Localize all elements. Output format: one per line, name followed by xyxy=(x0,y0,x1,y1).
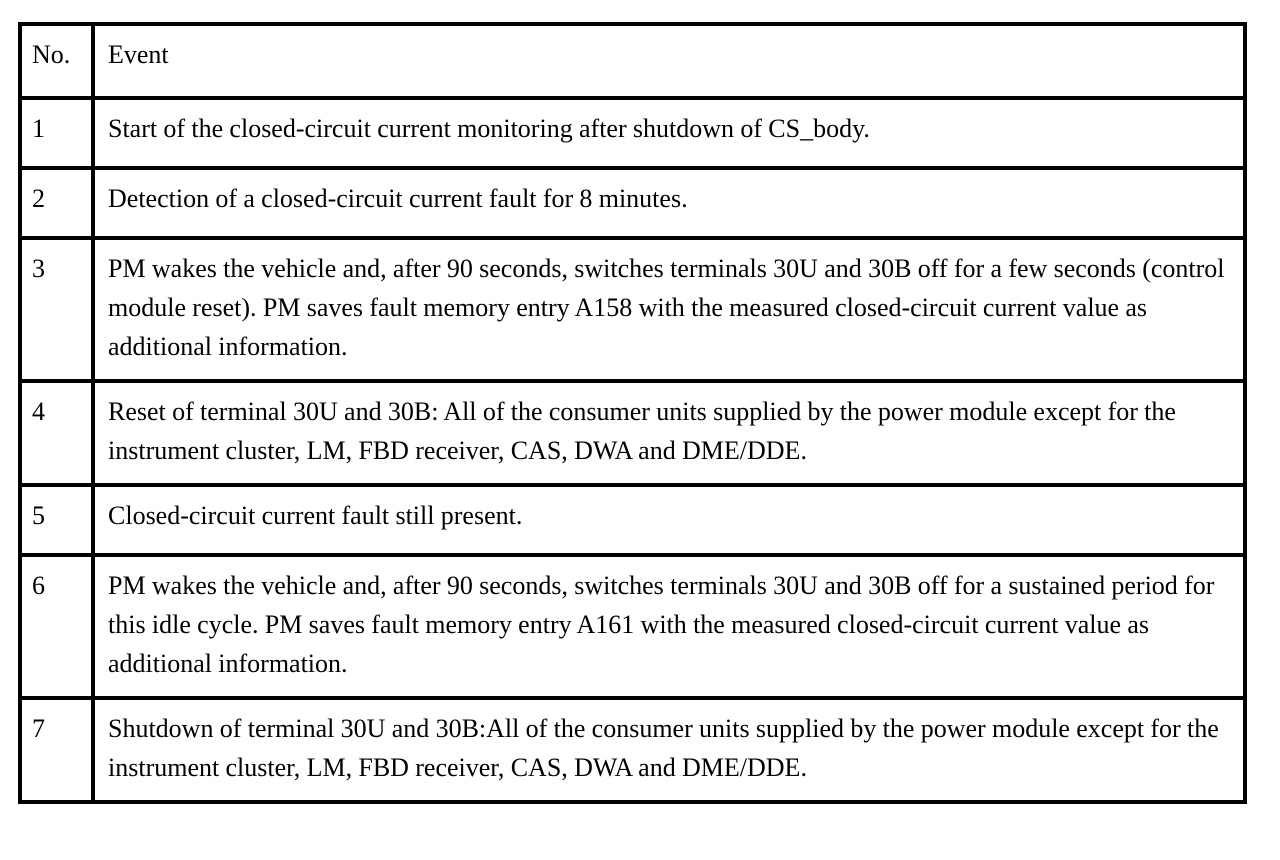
event-text-7: Shutdown of terminal 30U and 30B:All of … xyxy=(108,714,1219,782)
table-row: 3 PM wakes the vehicle and, after 90 sec… xyxy=(18,236,1247,383)
table-row: 7 Shutdown of terminal 30U and 30B:All o… xyxy=(18,696,1247,804)
event-text-5: Closed-circuit current fault still prese… xyxy=(108,501,523,530)
row-number-6: 6 xyxy=(18,553,95,700)
row-number-3: 3 xyxy=(18,236,95,383)
event-text-4: Reset of terminal 30U and 30B: All of th… xyxy=(108,397,1176,465)
row-number-7: 7 xyxy=(18,696,95,804)
table-header-row: No. Event xyxy=(18,22,1247,100)
row-event-6: PM wakes the vehicle and, after 90 secon… xyxy=(91,553,1247,700)
event-text-1: Start of the closed-circuit current moni… xyxy=(108,114,870,143)
row-event-2: Detection of a closed-circuit current fa… xyxy=(91,166,1247,240)
row-number-4: 4 xyxy=(18,379,95,487)
table-row: 4 Reset of terminal 30U and 30B: All of … xyxy=(18,379,1247,487)
row-event-7: Shutdown of terminal 30U and 30B:All of … xyxy=(91,696,1247,804)
row-event-3: PM wakes the vehicle and, after 90 secon… xyxy=(91,236,1247,383)
table-row: 6 PM wakes the vehicle and, after 90 sec… xyxy=(18,553,1247,700)
row-number-1: 1 xyxy=(18,96,95,170)
row-event-4: Reset of terminal 30U and 30B: All of th… xyxy=(91,379,1247,487)
table-row: 1 Start of the closed-circuit current mo… xyxy=(18,96,1247,170)
row-event-5: Closed-circuit current fault still prese… xyxy=(91,483,1247,557)
event-table: No. Event 1 Start of the closed-circuit … xyxy=(18,22,1247,804)
row-number-5: 5 xyxy=(18,483,95,557)
column-header-event: Event xyxy=(91,22,1247,100)
table-body: 1 Start of the closed-circuit current mo… xyxy=(18,96,1247,804)
event-text-3: PM wakes the vehicle and, after 90 secon… xyxy=(108,254,1225,361)
row-number-2: 2 xyxy=(18,166,95,240)
column-header-no: No. xyxy=(18,22,95,100)
event-text-6: PM wakes the vehicle and, after 90 secon… xyxy=(108,571,1215,678)
table-row: 5 Closed-circuit current fault still pre… xyxy=(18,483,1247,557)
event-text-2: Detection of a closed-circuit current fa… xyxy=(108,184,688,213)
table-row: 2 Detection of a closed-circuit current … xyxy=(18,166,1247,240)
row-event-1: Start of the closed-circuit current moni… xyxy=(91,96,1247,170)
